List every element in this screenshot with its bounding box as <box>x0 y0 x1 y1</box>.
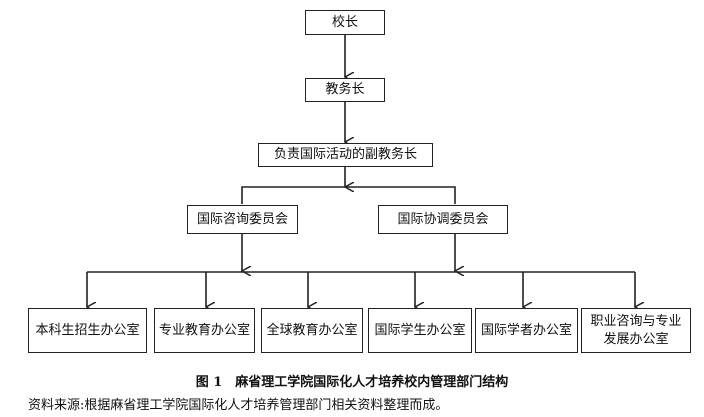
node-coordination-committee: 国际协调委员会 <box>378 205 508 234</box>
node-president: 校长 <box>305 10 385 35</box>
node-vice-provost: 负责国际活动的副教务长 <box>258 143 433 167</box>
node-provost: 教务长 <box>305 78 385 102</box>
node-office-career-development: 职业咨询与专业发展办公室 <box>581 308 691 353</box>
node-office-international-students: 国际学生办公室 <box>368 308 472 353</box>
node-office-professional-education: 专业教育办公室 <box>154 308 255 353</box>
node-office-international-scholars: 国际学者办公室 <box>475 308 578 353</box>
figure-caption: 图 1 麻省理工学院国际化人才培养校内管理部门结构 <box>195 375 509 390</box>
node-office-global-education: 全球教育办公室 <box>261 308 363 353</box>
node-office-undergrad-admissions: 本科生招生办公室 <box>28 308 147 353</box>
node-advisory-committee: 国际咨询委员会 <box>187 205 298 234</box>
source-note: 资料来源:根据麻省理工学院国际化人才培养管理部门相关资料整理而成。 <box>28 398 449 413</box>
